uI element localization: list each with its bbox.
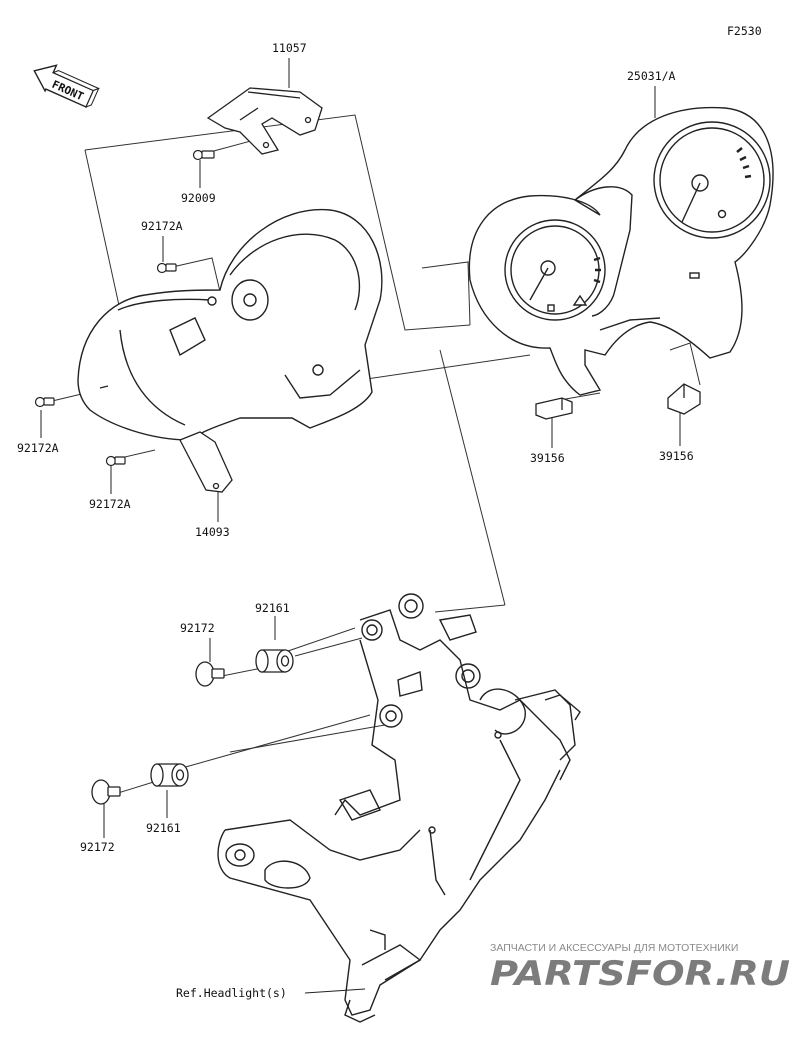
bolt-92172-top (195, 661, 225, 687)
label-92161-top: 92161 (255, 601, 290, 615)
label-92172a-left: 92172A (17, 441, 59, 455)
front-direction-arrow: FRONT (33, 64, 100, 108)
label-14093: 14093 (195, 525, 230, 539)
meter-cover (77, 208, 383, 441)
damper-92161-top (255, 649, 294, 673)
label-92172a-top: 92172A (141, 219, 183, 233)
part-labels: 11057 25031/A 92009 92172A 92172A 92172A… (17, 41, 694, 1000)
label-ref-headlight: Ref.Headlight(s) (176, 986, 287, 1000)
meter-assembly-25031a (468, 106, 774, 396)
screw-92172a-top (156, 262, 177, 274)
mount-plate-14093 (179, 431, 233, 493)
label-11057: 11057 (272, 41, 307, 55)
screw-92009 (192, 149, 215, 161)
watermark: ЗАПЧАСТИ И АКСЕССУАРЫ ДЛЯ МОТОТЕХНИКИ PA… (490, 942, 790, 994)
cushion-39156-left (535, 397, 573, 420)
damper-92161-bottom (150, 763, 189, 787)
label-leader-lines (40, 58, 681, 994)
bracket-11057 (206, 87, 323, 155)
label-92009: 92009 (181, 191, 216, 205)
label-25031a: 25031/A (627, 69, 676, 83)
cushion-39156-right (667, 383, 701, 415)
headlight-stay-frame (217, 593, 581, 1023)
watermark-tagline: ЗАПЧАСТИ И АКСЕССУАРЫ ДЛЯ МОТОТЕХНИКИ (490, 942, 738, 954)
bolt-92172-bottom (91, 779, 121, 805)
watermark-logo: PARTSFOR.RU (490, 954, 790, 994)
screw-92172a-bottom (105, 455, 126, 467)
label-39156-left: 39156 (530, 451, 565, 465)
label-92161-bottom: 92161 (146, 821, 181, 835)
label-92172a-bottom: 92172A (89, 497, 131, 511)
label-39156-right: 39156 (659, 449, 694, 463)
screw-92172a-left (34, 396, 55, 408)
label-92172-top: 92172 (180, 621, 215, 635)
figure-code: F2530 (727, 24, 762, 38)
label-92172-bottom: 92172 (80, 840, 115, 854)
